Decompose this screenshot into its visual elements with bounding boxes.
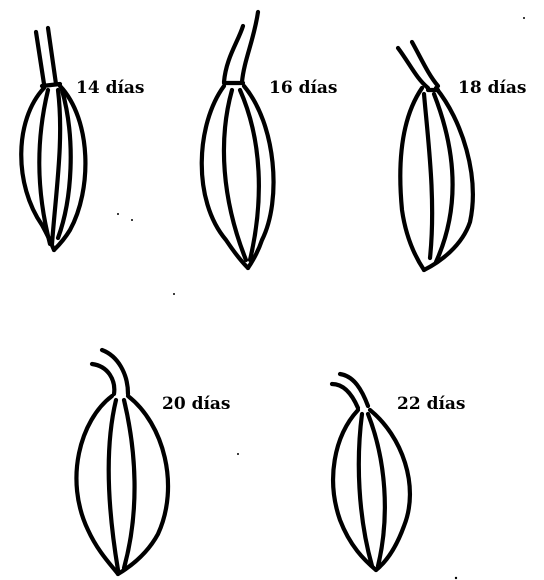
seed-figure-16-dias	[202, 12, 274, 268]
seed-figure-18-dias	[398, 42, 473, 270]
stage-label-20: 20 días	[162, 394, 231, 414]
stage-label-16: 16 días	[269, 78, 338, 98]
scan-specks	[117, 17, 525, 579]
seed-figure-14-dias	[21, 28, 85, 250]
stage-label-18: 18 días	[458, 78, 527, 98]
stage-label-22: 22 días	[397, 394, 466, 414]
seed-figure-20-dias	[76, 350, 168, 574]
stage-label-14: 14 días	[76, 78, 145, 98]
